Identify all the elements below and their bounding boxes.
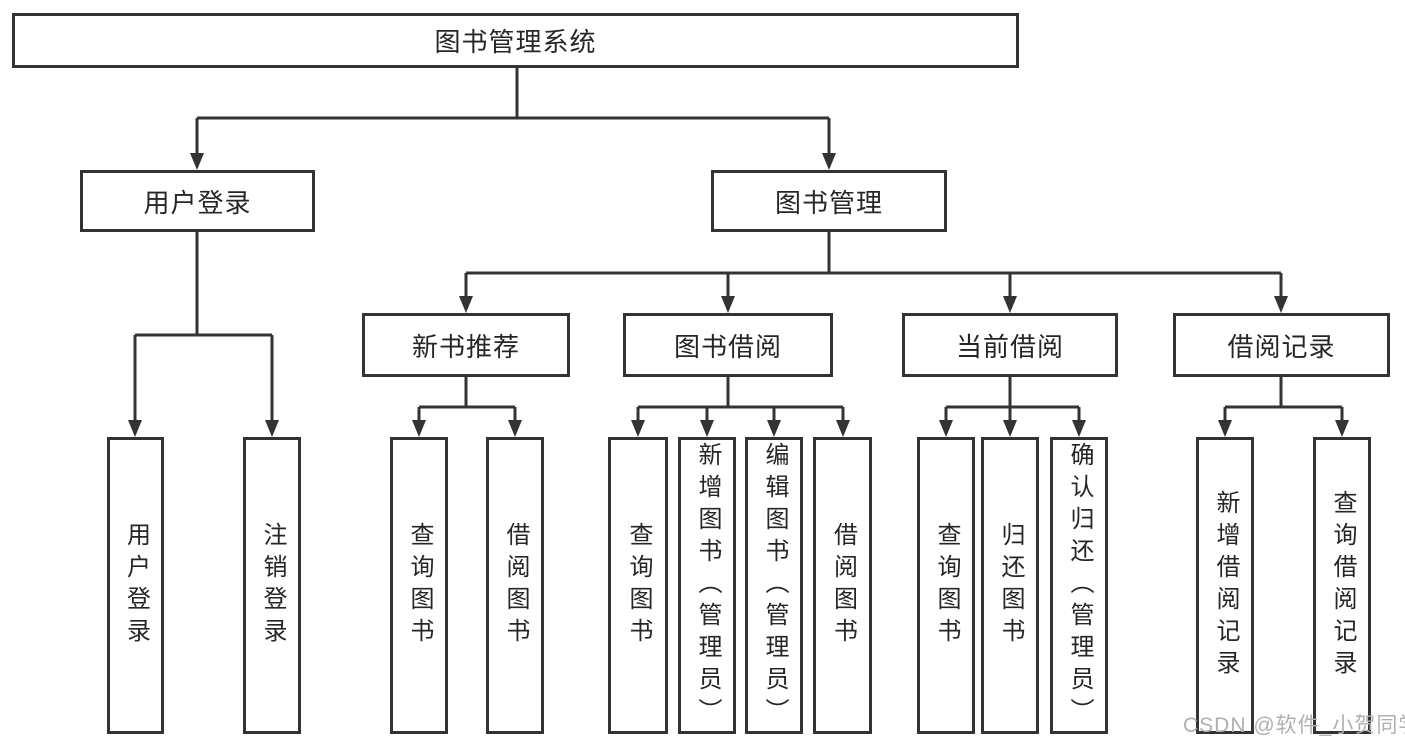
arrowhead-bb-borrow	[836, 420, 850, 437]
leaf-nb-query-books: 查询图书	[390, 437, 448, 734]
node-current-borrow: 当前借阅	[902, 313, 1118, 377]
node-root-label: 图书管理系统	[434, 27, 597, 57]
arrowhead-cb-return	[1003, 420, 1017, 437]
arrowhead-new-books	[459, 296, 473, 313]
arrowhead-cb-query	[939, 420, 953, 437]
arrowhead-bb-query	[631, 420, 645, 437]
arrowhead-bb-edit	[767, 420, 781, 437]
leaf-cb-confirm-return-admin: 确认归还（管理员）	[1050, 437, 1108, 734]
leaf-cb-query-books: 查询图书	[917, 437, 975, 734]
leaf-logout: 注销登录	[243, 437, 301, 734]
leaf-nb-borrow-books: 借阅图书	[486, 437, 544, 734]
arrowhead-nb-query	[412, 420, 426, 437]
leaf-nb-borrow-books-label: 借阅图书	[502, 521, 529, 650]
leaf-br-add-record: 新增借阅记录	[1196, 437, 1254, 734]
arrowhead-book-borrow	[721, 296, 735, 313]
leaf-bb-edit-books-admin-label: 编辑图书（管理员）	[761, 441, 788, 730]
leaf-br-query-record-label: 查询借阅记录	[1329, 489, 1356, 682]
arrowhead-br-query	[1335, 420, 1349, 437]
leaf-br-add-record-label: 新增借阅记录	[1212, 489, 1239, 682]
node-book-mgmt-label: 图书管理	[774, 187, 883, 218]
node-book-borrow: 图书借阅	[623, 313, 833, 377]
leaf-user-login: 用户登录	[107, 437, 164, 734]
node-borrow-records-label: 借阅记录	[1227, 331, 1336, 362]
leaf-bb-borrow-books: 借阅图书	[813, 437, 872, 734]
node-current-borrow-label: 当前借阅	[955, 331, 1064, 362]
leaf-nb-query-books-label: 查询图书	[406, 521, 433, 650]
node-new-books-label: 新书推荐	[411, 331, 520, 362]
leaf-cb-confirm-return-admin-label: 确认归还（管理员）	[1066, 441, 1093, 730]
leaf-bb-borrow-books-label: 借阅图书	[829, 521, 857, 650]
leaf-bb-add-books-admin: 新增图书（管理员）	[678, 437, 736, 734]
node-borrow-records: 借阅记录	[1173, 313, 1390, 377]
node-user-login-label: 用户登录	[143, 187, 252, 218]
arrowhead-br-add	[1218, 420, 1232, 437]
leaf-bb-query-books: 查询图书	[608, 437, 668, 734]
node-new-books: 新书推荐	[362, 313, 570, 377]
arrowhead-current-borrow	[1003, 296, 1017, 313]
node-root: 图书管理系统	[12, 13, 1019, 68]
arrowhead-leaf-login	[128, 420, 142, 437]
leaf-cb-query-books-label: 查询图书	[933, 521, 960, 650]
arrowhead-cb-confirm	[1072, 420, 1086, 437]
node-user-login: 用户登录	[80, 170, 315, 232]
leaf-bb-edit-books-admin: 编辑图书（管理员）	[745, 437, 803, 734]
leaf-logout-label: 注销登录	[259, 521, 286, 650]
leaf-bb-query-books-label: 查询图书	[625, 521, 652, 650]
node-book-mgmt: 图书管理	[711, 170, 947, 232]
arrowhead-bb-add	[700, 420, 714, 437]
csdn-watermark: CSDN @软件_小贺同学	[1183, 714, 1405, 737]
leaf-cb-return-books: 归还图书	[981, 437, 1039, 734]
leaf-bb-add-books-admin-label: 新增图书（管理员）	[694, 441, 721, 730]
arrowhead-book-mgmt	[822, 153, 836, 170]
arrowhead-user-login	[190, 153, 204, 170]
leaf-user-login-label: 用户登录	[122, 521, 150, 650]
arrowhead-leaf-logout	[265, 420, 279, 437]
node-book-borrow-label: 图书借阅	[673, 331, 782, 362]
arrowhead-nb-borrow	[508, 420, 522, 437]
arrowhead-borrow-records	[1274, 296, 1288, 313]
leaf-br-query-record: 查询借阅记录	[1313, 437, 1371, 734]
leaf-cb-return-books-label: 归还图书	[997, 521, 1024, 650]
